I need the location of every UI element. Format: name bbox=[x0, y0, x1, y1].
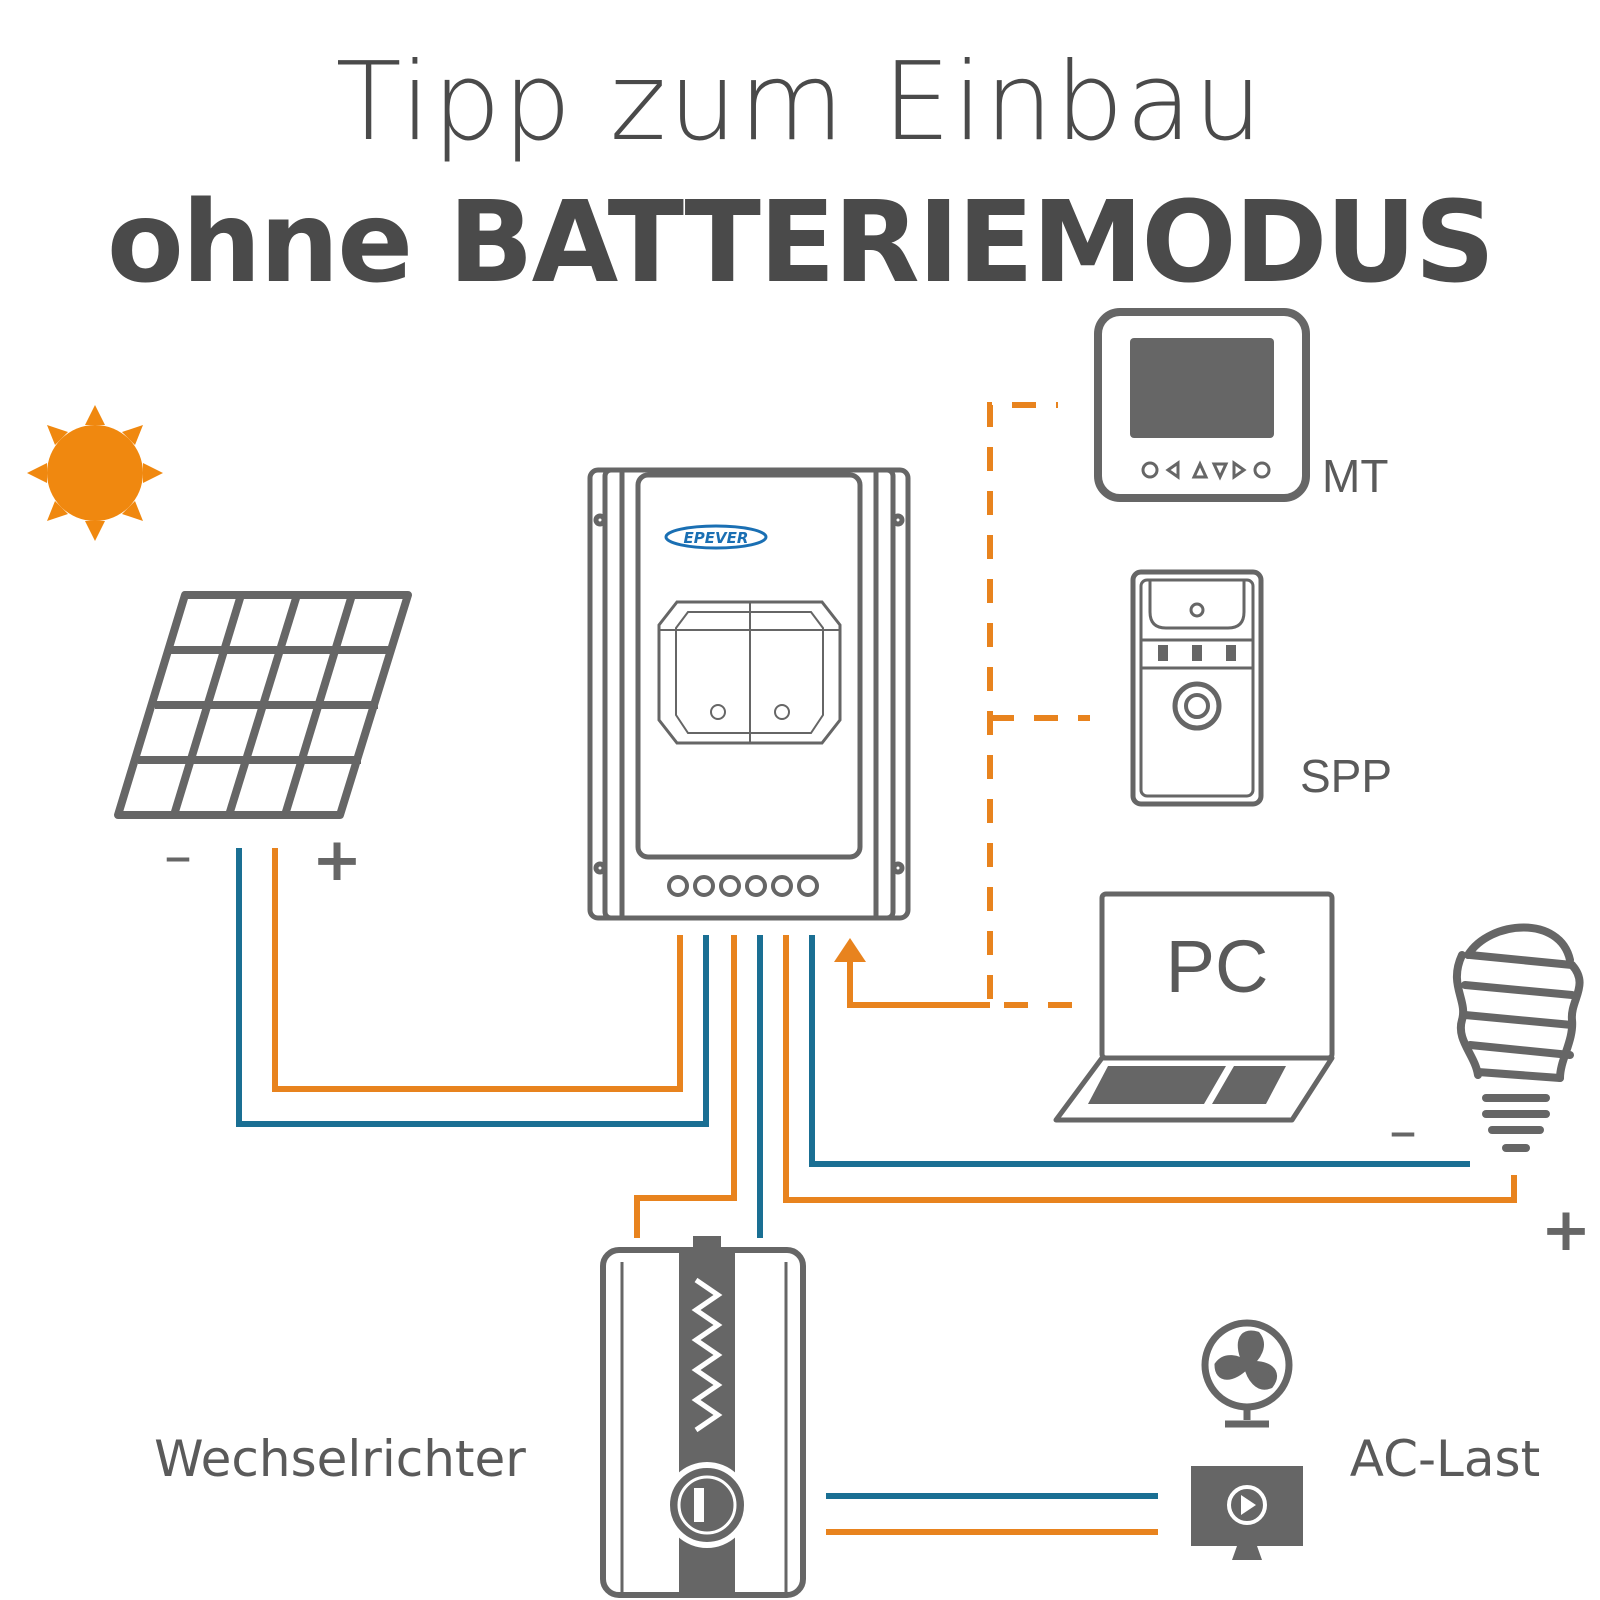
fan-icon bbox=[1201, 1319, 1293, 1428]
charge-controller-icon bbox=[587, 467, 911, 921]
comm-wire bbox=[847, 960, 990, 1008]
sun-icon bbox=[27, 405, 163, 541]
comm-arrow-up-icon bbox=[834, 938, 866, 962]
light-bulb-icon bbox=[1453, 923, 1584, 1152]
mt-label: MT bbox=[1322, 450, 1388, 502]
panel-negative-wire bbox=[236, 848, 709, 1127]
spp-device-icon bbox=[1130, 569, 1264, 807]
solar-panel-icon bbox=[114, 591, 412, 819]
panel-minus-label: – bbox=[164, 824, 192, 889]
title-line-1: Tipp zum Einbau bbox=[335, 40, 1265, 165]
ac-load-label: AC-Last bbox=[1350, 1430, 1540, 1488]
brand-label: EPEVER bbox=[684, 529, 749, 547]
inverter-icon bbox=[600, 1236, 806, 1598]
inverter-label: Wechselrichter bbox=[154, 1430, 526, 1488]
load-negative-wire bbox=[809, 935, 1470, 1167]
spp-label: SPP bbox=[1300, 750, 1392, 802]
panel-positive-wire bbox=[272, 848, 683, 1092]
title-line-2: ohne BATTERIEMODUS bbox=[106, 178, 1495, 308]
load-plus-label: + bbox=[1541, 1195, 1591, 1265]
brand-logo: EPEVER bbox=[664, 524, 768, 550]
load-minus-label: – bbox=[1389, 1099, 1417, 1164]
load-positive-wire bbox=[783, 935, 1517, 1203]
panel-plus-label: + bbox=[312, 825, 362, 895]
monitor-icon bbox=[1191, 1466, 1303, 1560]
pc-label: PC bbox=[1166, 925, 1269, 1008]
inverter-positive-wire bbox=[634, 935, 737, 1238]
comm-dashed-line bbox=[987, 402, 1072, 1008]
mt-remote-meter-icon bbox=[1094, 308, 1310, 502]
laptop-pc-icon bbox=[1053, 891, 1335, 1123]
